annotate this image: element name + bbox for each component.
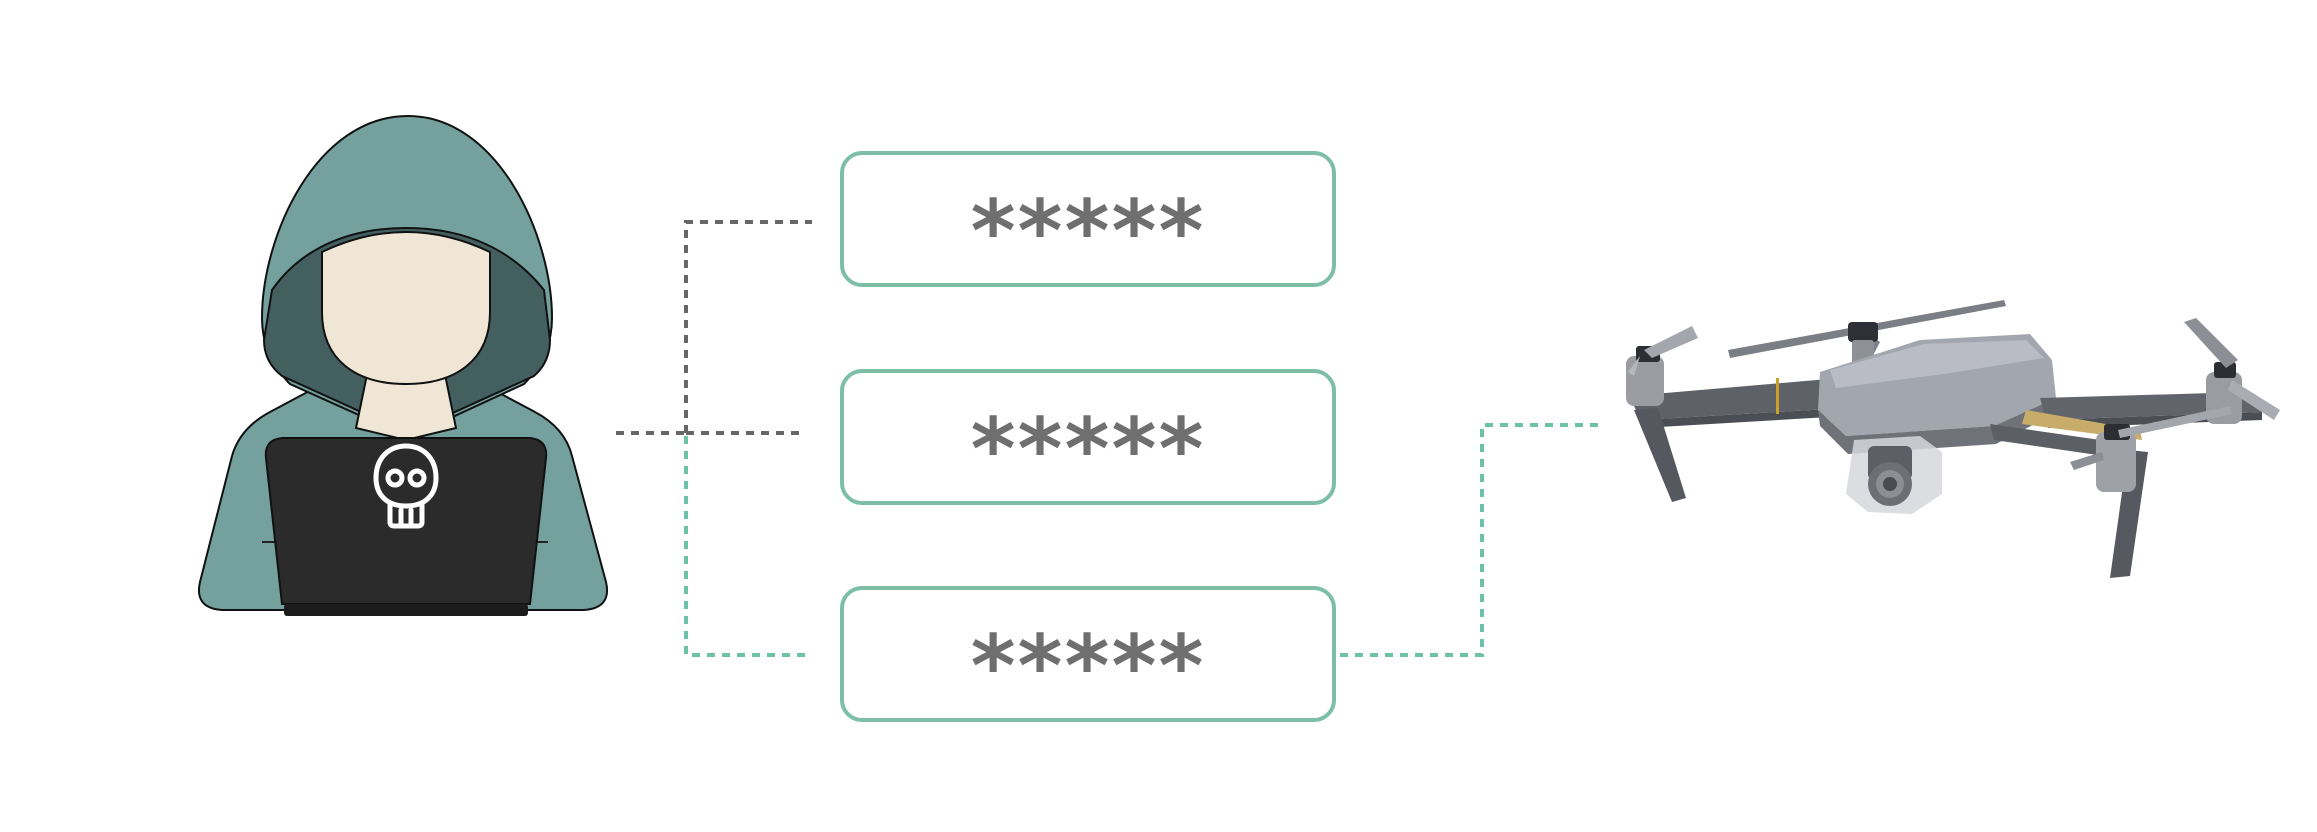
password-attempt-box-2: ***** <box>840 369 1336 505</box>
password-attempt-box-1: ***** <box>840 151 1336 287</box>
drone-icon <box>1626 300 2280 578</box>
hooded-hacker-icon <box>198 114 608 616</box>
success-connectors <box>684 423 1598 657</box>
password-attempt-box-3: ***** <box>840 586 1336 722</box>
password-mask-text: ***** <box>970 182 1206 282</box>
connector-box-3-to-drone <box>1340 423 1598 657</box>
laptop-icon <box>264 437 548 616</box>
connector-to-box-1 <box>684 220 812 433</box>
password-mask-text: ***** <box>970 400 1206 500</box>
skull-icon <box>373 443 439 529</box>
failed-attempt-connectors <box>616 220 812 435</box>
password-mask-text: ***** <box>970 617 1206 717</box>
connector-to-box-3 <box>684 436 812 657</box>
